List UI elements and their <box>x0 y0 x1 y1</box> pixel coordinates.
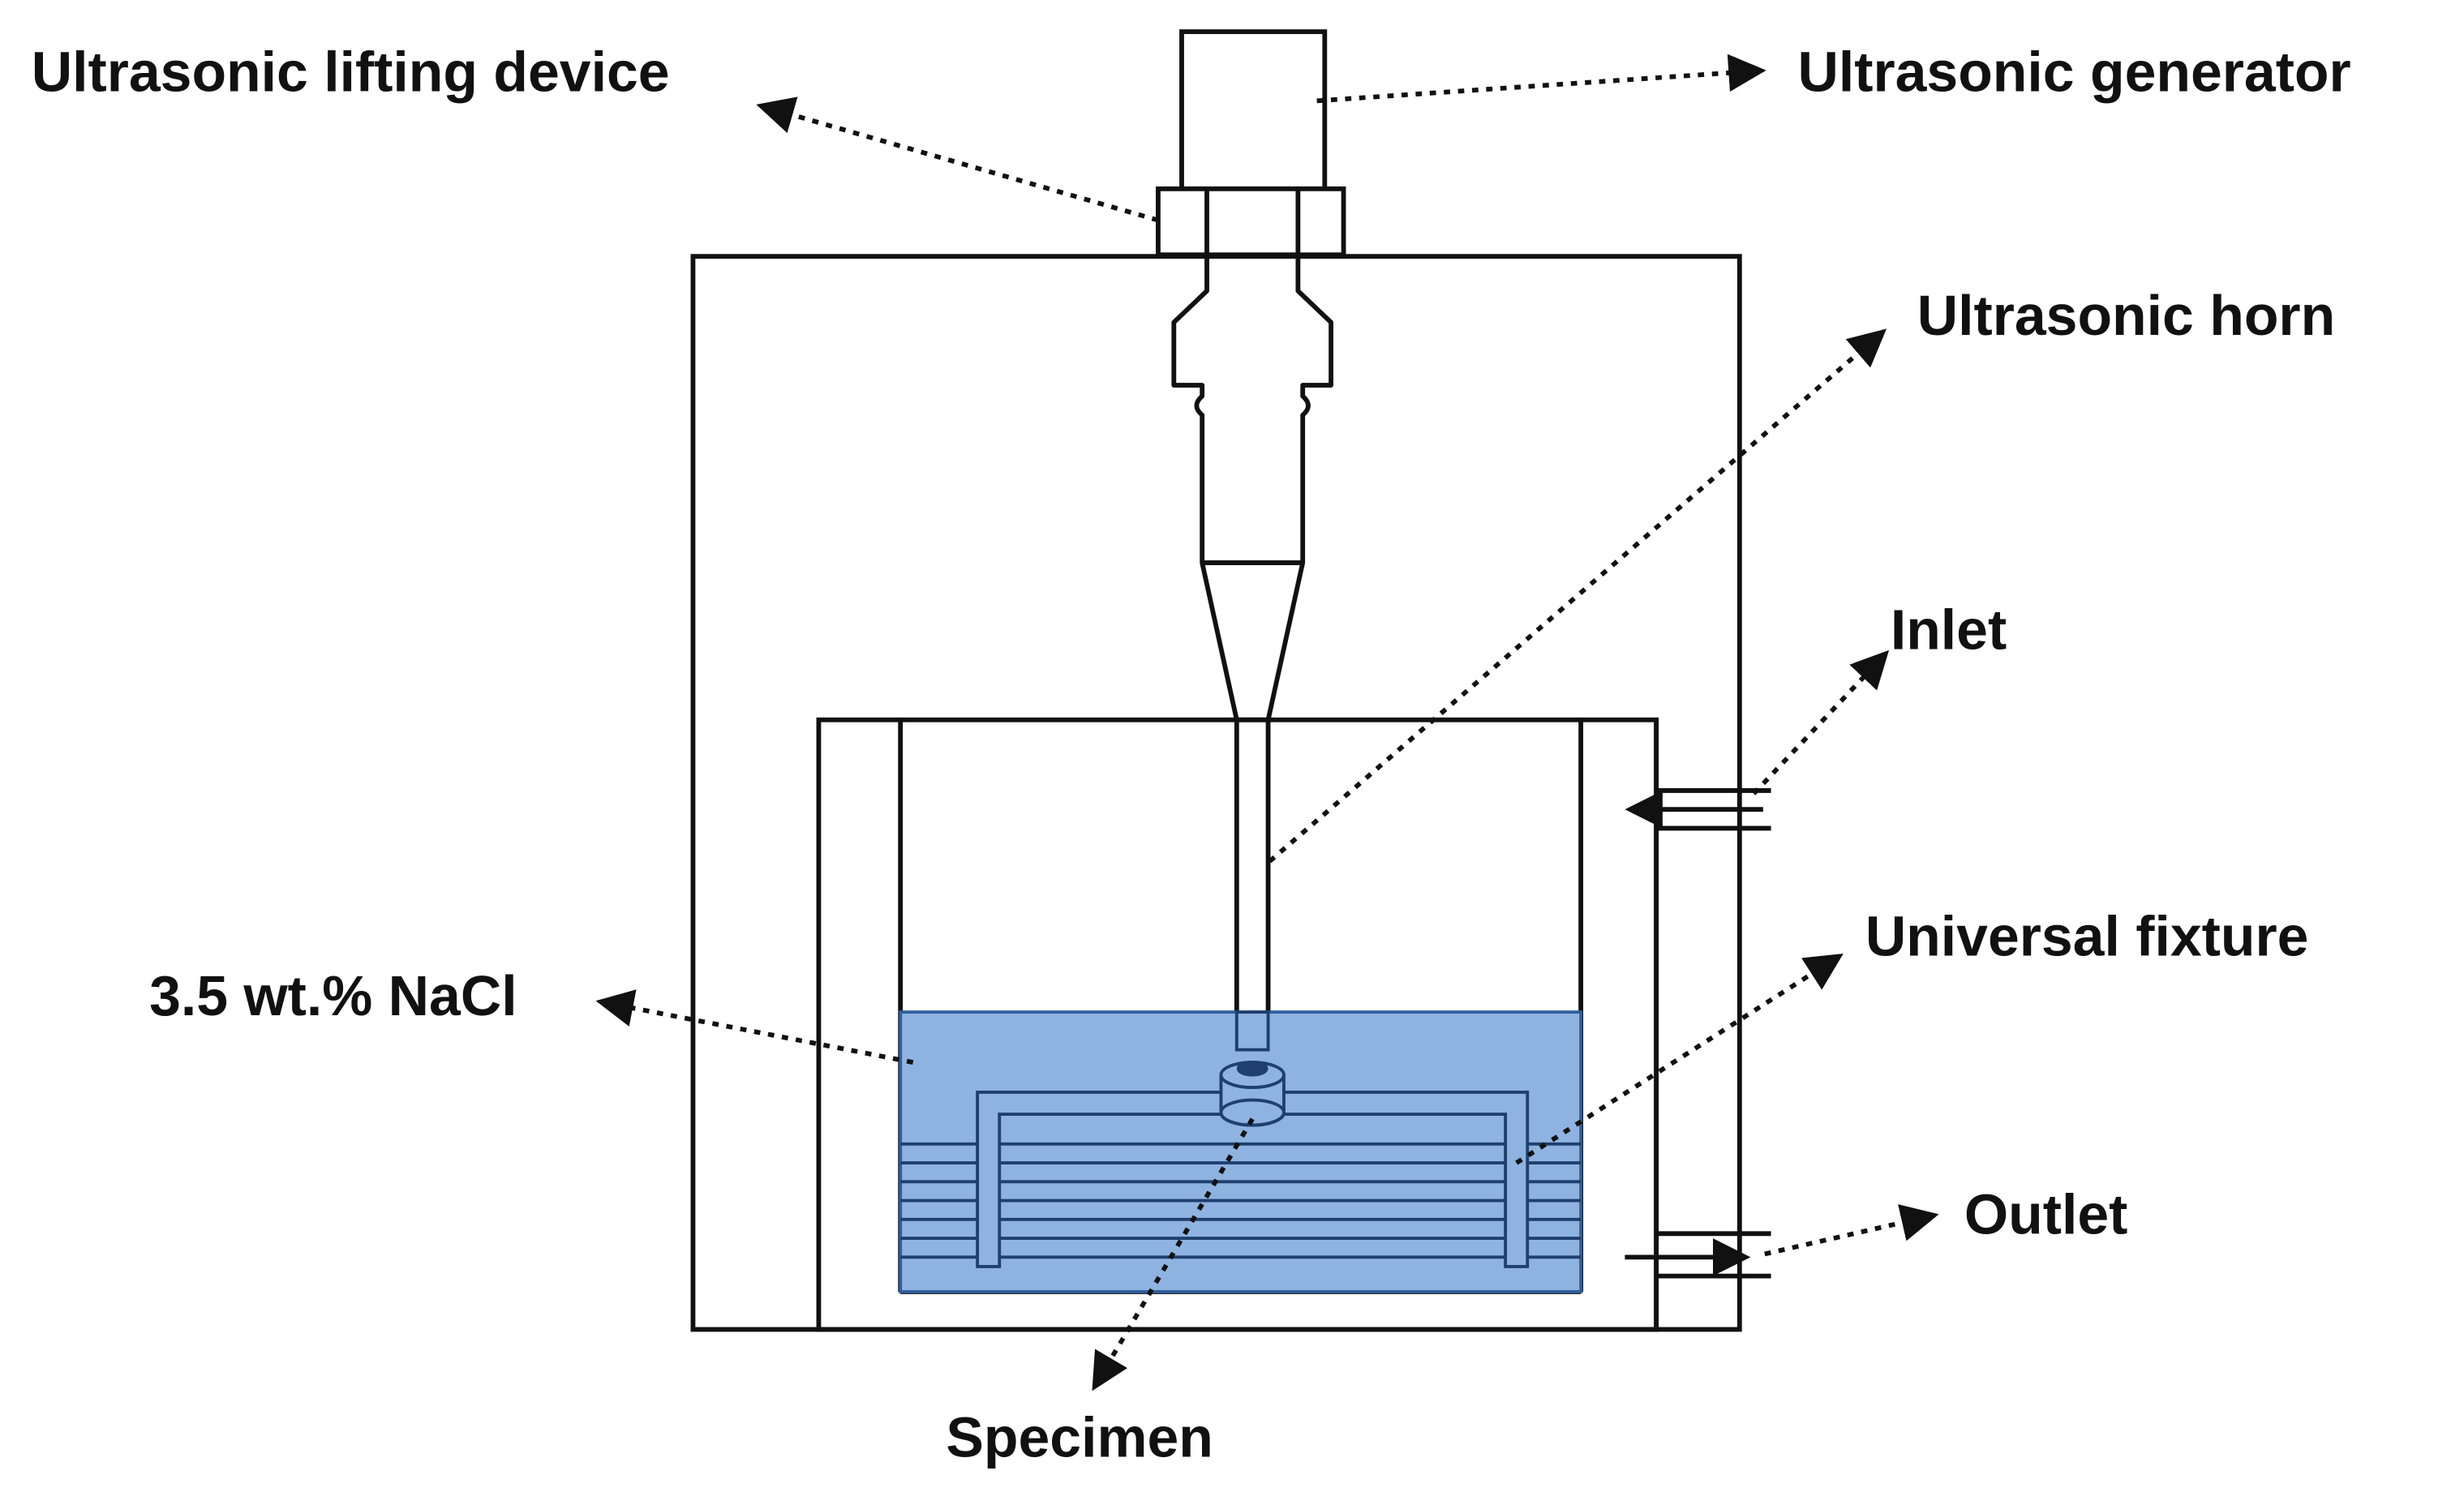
label-lifting-device: Ultrasonic lifting device <box>32 41 670 104</box>
universal-fixture <box>900 1090 1582 1268</box>
leader-nacl <box>595 989 914 1065</box>
label-inlet: Inlet <box>1891 598 2007 662</box>
leader-fixture <box>1515 953 1844 1165</box>
leader-inlet <box>1752 650 1890 795</box>
leader-outlet <box>1764 1204 1939 1257</box>
horn-tip <box>1234 1010 1270 1052</box>
label-outlet: Outlet <box>1964 1182 2128 1246</box>
leader-specimen <box>1092 1117 1255 1391</box>
ultrasonic-horn-body <box>1171 255 1333 1053</box>
label-generator: Ultrasonic generator <box>1798 41 2351 104</box>
lifting-device-collar <box>1156 186 1346 258</box>
nacl-solution <box>899 1010 1583 1293</box>
leader-lifting-device <box>756 96 1159 223</box>
leader-horn <box>1268 328 1887 864</box>
label-specimen: Specimen <box>946 1405 1213 1469</box>
label-nacl: 3.5 wt.% NaCl <box>149 964 517 1027</box>
ultrasonic-generator-box <box>1179 29 1328 191</box>
label-horn: Ultrasonic horn <box>1917 284 2335 347</box>
specimen <box>1219 1061 1286 1127</box>
leader-generator <box>1316 54 1766 104</box>
label-fixture: Universal fixture <box>1865 904 2309 967</box>
